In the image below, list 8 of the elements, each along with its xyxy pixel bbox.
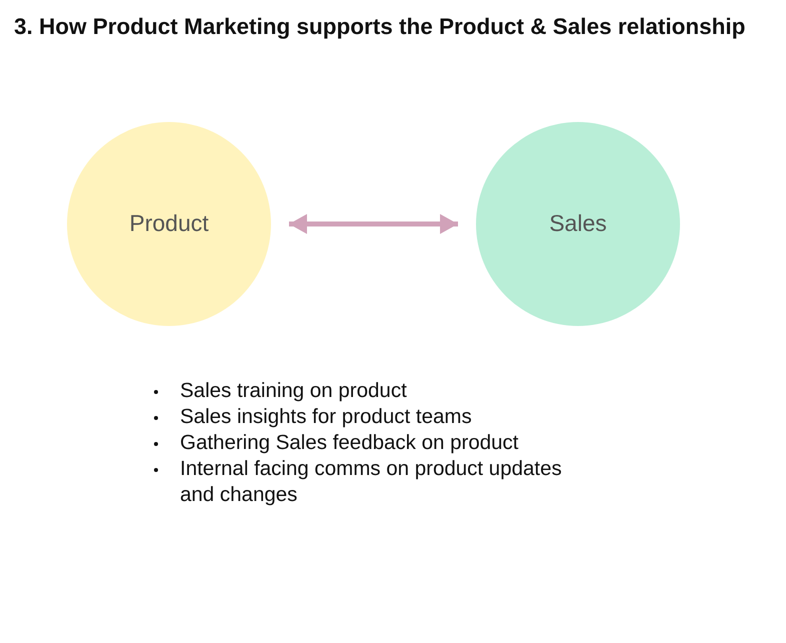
bullet-text: Sales training on product	[180, 378, 407, 404]
node-label: Product	[129, 210, 209, 238]
bullet-text: Internal facing comms on product updates and changes	[180, 456, 563, 508]
title: 3. How Product Marketing supports the Product & Sales relationship	[14, 14, 746, 40]
bullet-text: Gathering Sales feedback on product	[180, 430, 518, 456]
double-arrow	[289, 214, 458, 234]
node-label: Sales	[549, 210, 607, 238]
bullet-text: Sales insights for product teams	[180, 404, 472, 430]
